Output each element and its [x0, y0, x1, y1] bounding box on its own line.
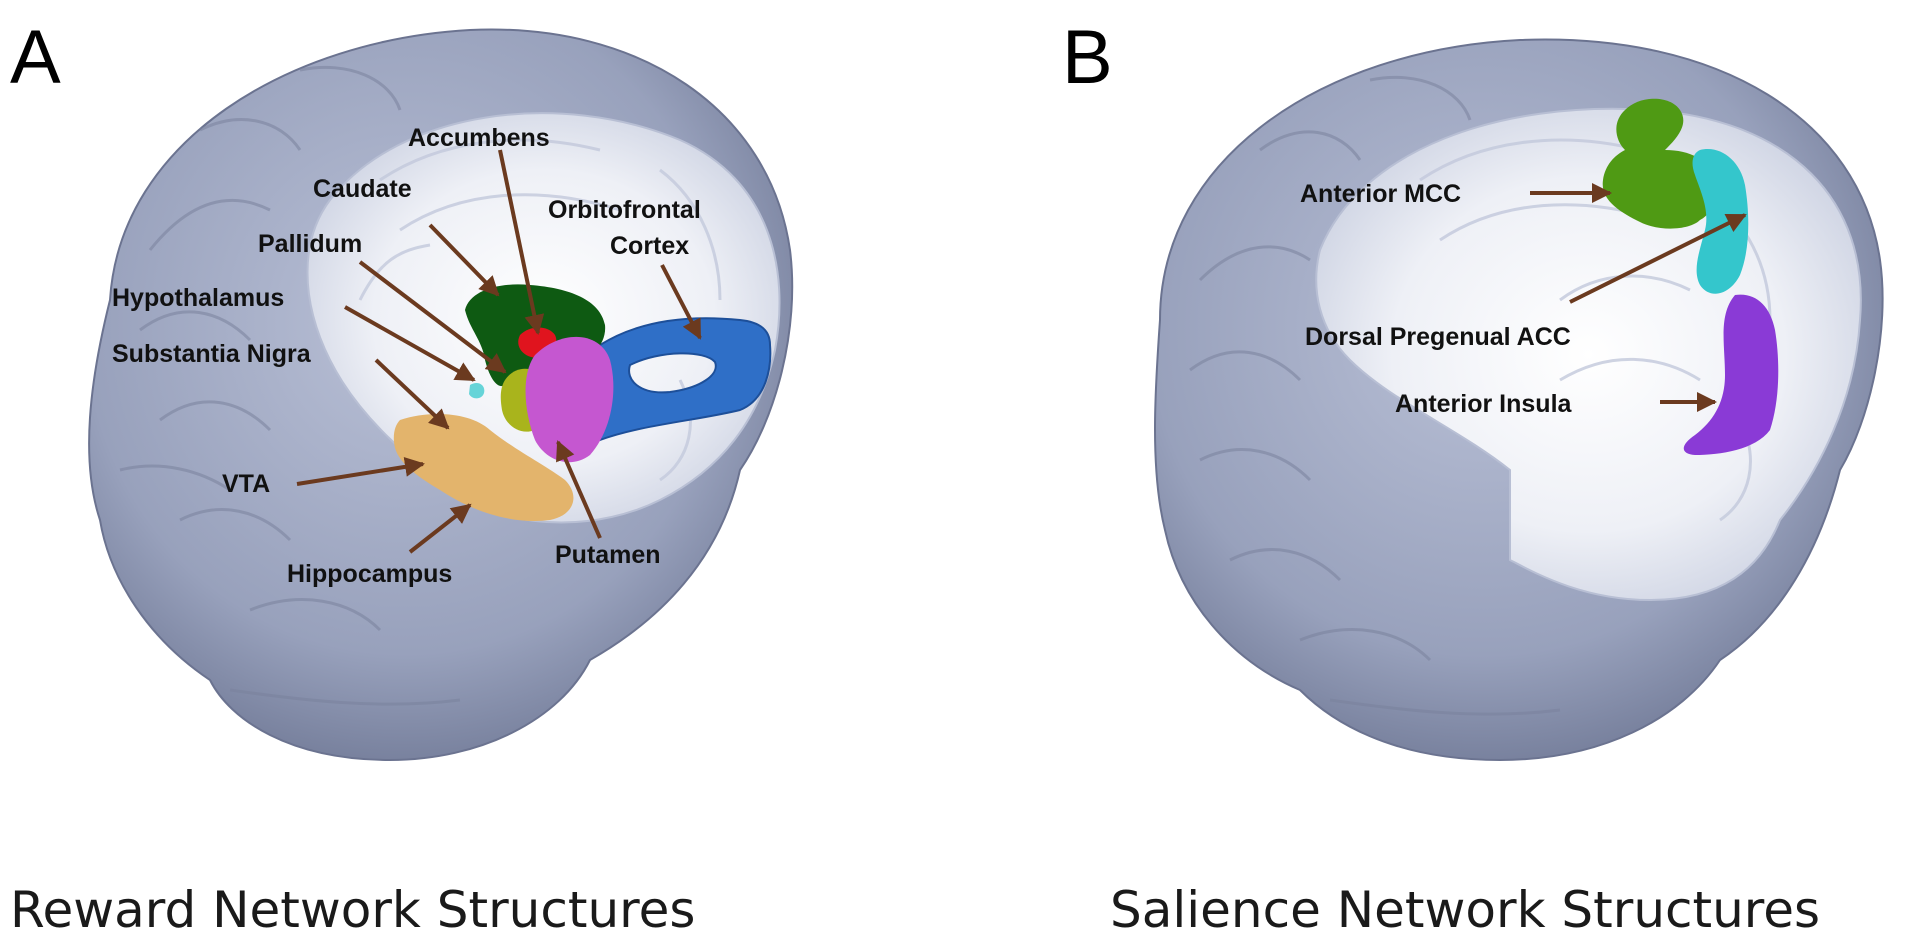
- anterior-mcc-structure: [1602, 98, 1717, 229]
- panel-b-letter: B: [1062, 15, 1113, 100]
- panel-a-arrows: [296, 149, 702, 554]
- arrow-substantia-nigra: [374, 358, 450, 430]
- label-orbitofrontal-line2: Cortex: [610, 232, 689, 260]
- panel-a-structures: [393, 284, 772, 521]
- label-anterior-insula: Anterior Insula: [1395, 390, 1573, 418]
- panel-b-structures: [1602, 98, 1779, 455]
- hypothalamus-structure: [469, 382, 485, 399]
- panel-a-labels: Accumbens Caudate Orbitofrontal Cortex P…: [112, 124, 701, 588]
- brain-a-medial-gyri: [358, 138, 722, 482]
- hippocampus-structure: [393, 414, 574, 521]
- brain-b-gyri: [1189, 75, 1561, 716]
- label-putamen: Putamen: [555, 541, 661, 569]
- putamen-structure: [525, 336, 614, 463]
- label-vta: VTA: [222, 470, 270, 498]
- arrow-hypothalamus: [344, 305, 476, 382]
- label-pallidum: Pallidum: [258, 230, 362, 258]
- arrow-hippocampus: [408, 503, 472, 554]
- label-accumbens: Accumbens: [408, 124, 550, 152]
- label-caudate: Caudate: [313, 175, 412, 203]
- dorsal-pregenual-acc-structure: [1692, 149, 1749, 294]
- arrow-orbitofrontal: [660, 264, 702, 340]
- arrow-putamen: [556, 440, 602, 539]
- label-dorsal-pregenual-acc: Dorsal Pregenual ACC: [1305, 323, 1571, 351]
- label-substantia-nigra: Substantia Nigra: [112, 340, 312, 368]
- panel-b-caption: Salience Network Structures: [1110, 881, 1821, 939]
- arrow-vta: [296, 456, 425, 486]
- label-orbitofrontal-line1: Orbitofrontal: [548, 196, 701, 224]
- panel-a-caption: Reward Network Structures: [10, 881, 696, 939]
- label-hypothalamus: Hypothalamus: [112, 284, 284, 312]
- panel-b-arrows: [1530, 183, 1747, 412]
- brain-a-gyri: [119, 65, 461, 706]
- panel-a-letter: A: [10, 15, 61, 100]
- arrow-caudate: [428, 223, 500, 297]
- panel-b-labels: Anterior MCC Dorsal Pregenual ACC Anteri…: [1300, 180, 1573, 418]
- arrow-accumbens: [498, 149, 545, 335]
- anterior-insula-structure: [1683, 294, 1779, 455]
- label-anterior-mcc: Anterior MCC: [1300, 180, 1461, 208]
- arrow-pallidum: [358, 260, 507, 374]
- label-hippocampus: Hippocampus: [287, 560, 452, 588]
- arrow-dorsal-pregenual-acc: [1569, 213, 1747, 304]
